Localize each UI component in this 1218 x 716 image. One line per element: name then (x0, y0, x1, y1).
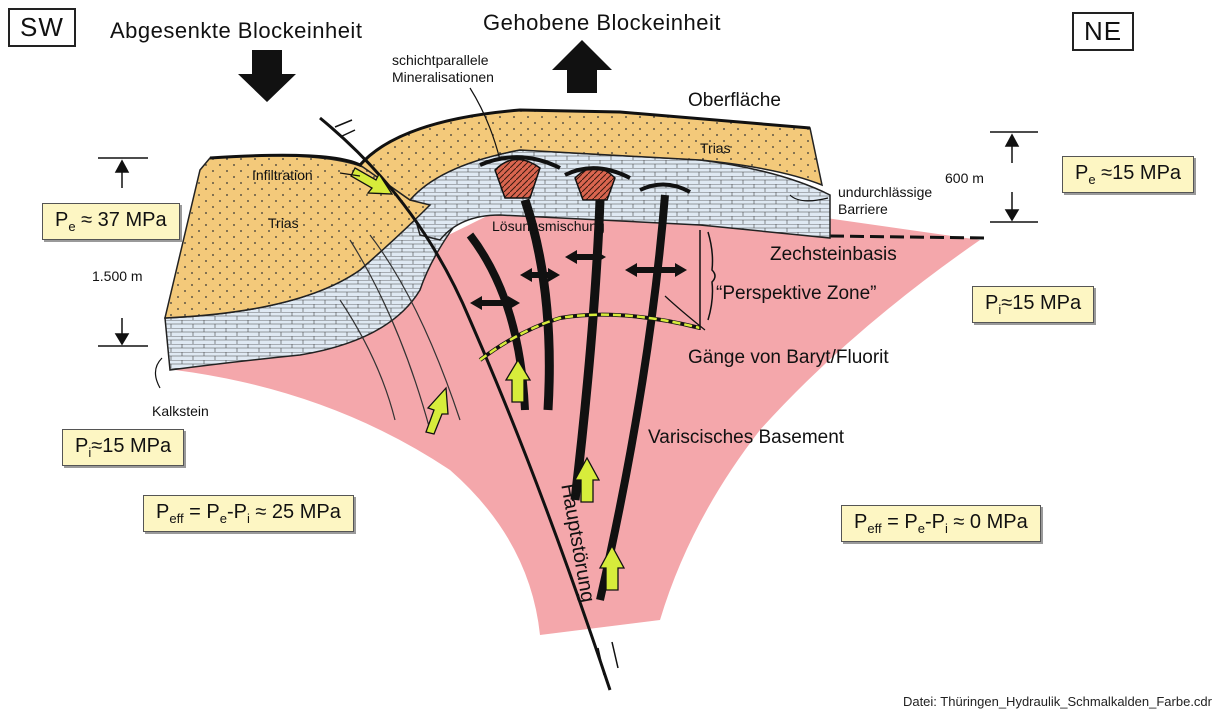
mineralisation-label-2: Mineralisationen (392, 69, 494, 86)
pressure-box-pi-right: Pi≈15 MPa (972, 286, 1094, 323)
direction-ne: NE (1072, 12, 1134, 51)
trias-left-label: Trias (268, 215, 299, 232)
file-footer: Datei: Thüringen_Hydraulik_Schmalkalden_… (903, 694, 1212, 709)
direction-sw: SW (8, 8, 76, 47)
pressure-box-pe-left: Pe ≈ 37 MPa (42, 203, 180, 240)
barrier-label-1: undurchlässige (838, 184, 932, 201)
solution-mixing-label: Lösungsmischung (492, 218, 605, 235)
mineralisation-label-1: schichtparallele (392, 52, 489, 69)
raised-block-title: Gehobene Blockeinheit (483, 10, 721, 36)
pressure-box-pe-right: Pe ≈15 MPa (1062, 156, 1194, 193)
pressure-box-pi-left: Pi≈15 MPa (62, 429, 184, 466)
subsided-block-title: Abgesenkte Blockeinheit (110, 18, 362, 44)
pressure-box-peff-right: Peff = Pe-Pi ≈ 0 MPa (841, 505, 1041, 542)
pressure-box-peff-left: Peff = Pe-Pi ≈ 25 MPa (143, 495, 354, 532)
basement-label: Variscisches Basement (648, 427, 844, 449)
depth-marker-left (98, 158, 148, 346)
trias-right-label: Trias (700, 140, 731, 157)
depth-label-right: 600 m (945, 170, 984, 187)
depth-label-left: 1.500 m (92, 268, 143, 285)
infiltration-label: Infiltration (252, 167, 313, 184)
uplift-arrow (552, 40, 612, 93)
subsidence-arrow (238, 50, 296, 102)
perspective-zone-label: “Perspektive Zone” (716, 283, 877, 305)
depth-marker-right (990, 132, 1038, 222)
zechstein-base-label: Zechsteinbasis (770, 244, 897, 266)
limestone-label: Kalkstein (152, 403, 209, 420)
veins-label: Gänge von Baryt/Fluorit (688, 347, 889, 369)
mineralisation-2 (575, 168, 615, 200)
barrier-label-2: Barriere (838, 201, 888, 218)
surface-label: Oberfläche (688, 90, 781, 112)
